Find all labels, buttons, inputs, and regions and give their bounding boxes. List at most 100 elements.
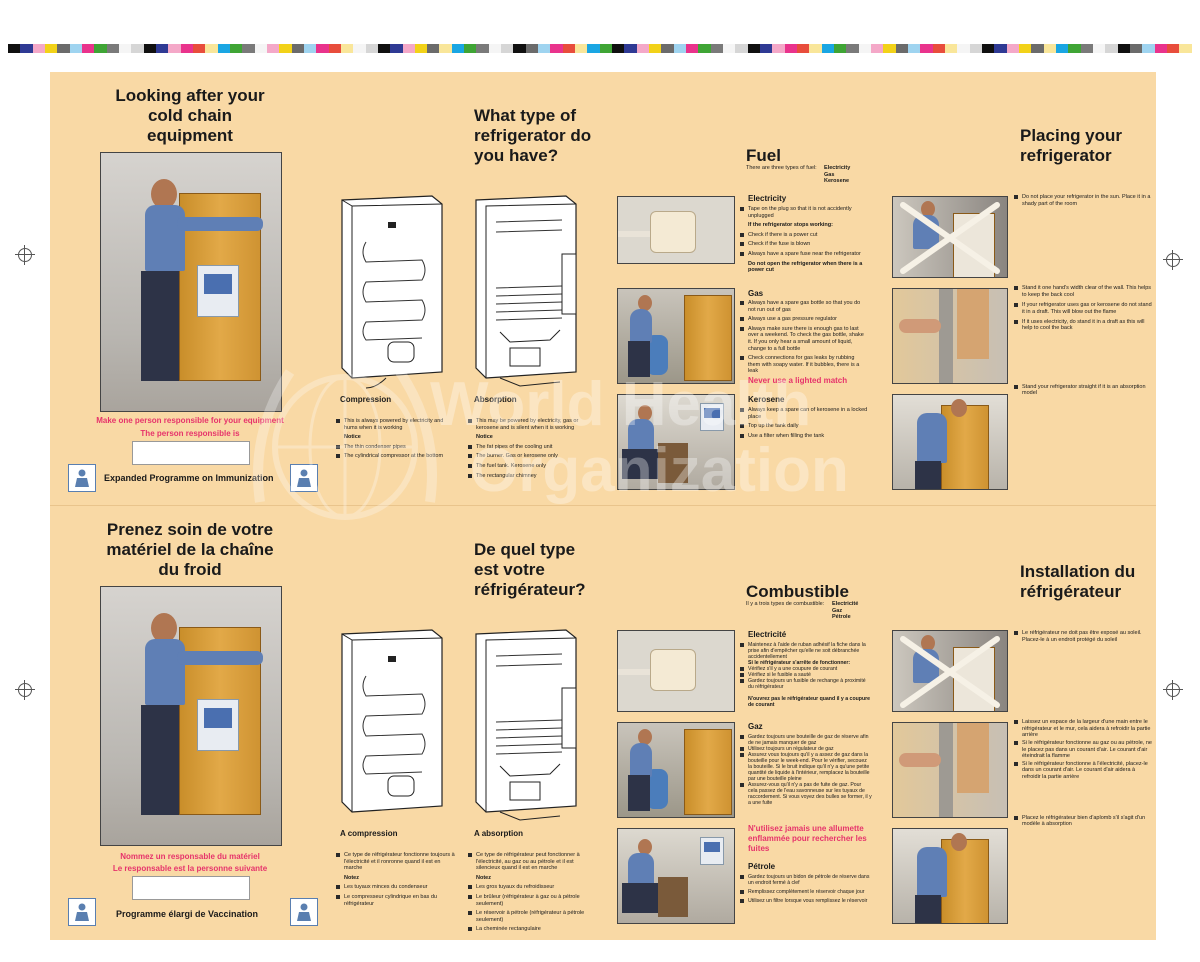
electricity-list: Maintenez à l'aide de ruban adhésif la f… — [740, 642, 872, 711]
list-item: Si le réfrigérateur fonctionne au gaz ou… — [1014, 740, 1154, 760]
photo-taped-plug — [617, 630, 735, 712]
color-swatch — [797, 44, 810, 53]
poster-on-fridge — [197, 265, 239, 317]
list-item: This is always powered by electricity an… — [336, 418, 450, 431]
list-item: The burner. Gas or kerosene only — [468, 453, 588, 460]
man-legs — [141, 271, 179, 381]
color-swatch — [723, 44, 736, 53]
color-swatch — [920, 44, 933, 53]
list-item: Les tuyaux minces du condenseur — [336, 884, 456, 891]
color-swatch — [1117, 44, 1130, 53]
list-item: Utilisez toujours un régulateur de gaz — [740, 746, 872, 752]
color-swatch — [1166, 44, 1180, 53]
list-item: Le réfrigérateur ne doit pas être exposé… — [1014, 630, 1154, 643]
color-swatch — [550, 44, 563, 53]
color-swatch — [1006, 44, 1019, 53]
list-item: This may be powered by electricity, gas … — [468, 418, 588, 431]
list-item: Always have a spare gas bottle so that y… — [740, 300, 868, 313]
epi-logo-icon — [290, 464, 318, 492]
color-swatch — [57, 44, 70, 53]
poster-sheet: Looking after your cold chain equipment … — [50, 72, 1156, 940]
list-item: Gardez toujours un fusible de rechange à… — [740, 678, 872, 690]
color-swatch — [291, 44, 304, 53]
color-swatch — [895, 44, 908, 53]
list-item: The fuel tank. Kerosene only — [468, 463, 588, 470]
color-swatch — [612, 44, 625, 53]
color-swatch — [106, 44, 119, 53]
color-swatch — [833, 44, 847, 53]
list-item: N'ouvrez pas le réfrigérateur quand il y… — [748, 696, 871, 708]
electricity-list: Tape on the plug so that it is not accid… — [740, 206, 868, 277]
list-item: Use a filter when filling the tank — [740, 433, 868, 440]
color-swatch — [932, 44, 945, 53]
absorption-heading: A absorption — [474, 829, 524, 838]
responsible-name-box[interactable] — [132, 441, 250, 465]
list-item: Always keep a spare can of kerosene in a… — [740, 407, 868, 420]
color-swatch — [155, 44, 169, 53]
photo-gas-bottle — [617, 288, 735, 384]
list-item: Si le réfrigérateur s'arrête de fonction… — [748, 660, 851, 666]
color-swatch — [168, 44, 181, 53]
photo-hand-width-from-wall — [892, 288, 1008, 384]
color-swatch — [242, 44, 255, 53]
panel2-title: De quel type est votre réfrigérateur? — [474, 540, 586, 599]
list-item: Always make sure there is enough gas to … — [740, 326, 868, 352]
color-swatch — [858, 44, 871, 53]
caption-person-responsible: Le responsable est la personne suivante — [112, 864, 268, 873]
color-swatch — [1080, 44, 1093, 53]
color-swatch — [994, 44, 1007, 53]
fuel-type: Electricité — [832, 601, 859, 607]
color-swatch — [131, 44, 144, 53]
photo-fridge-in-sun-crossed — [892, 630, 1008, 712]
color-swatch — [118, 44, 132, 53]
programme-name: Programme élargi de Vaccination — [116, 909, 259, 919]
list-item: If it uses electricity, do stand it in a… — [1014, 319, 1154, 332]
man-shirt — [145, 205, 185, 271]
panel1-title: Prenez soin de votre matériel de la chaî… — [106, 520, 274, 579]
compression-heading: A compression — [340, 829, 398, 838]
color-swatch — [1129, 44, 1143, 53]
list-item: Notice — [476, 434, 493, 441]
fuel-type: Pétrole — [832, 614, 851, 621]
color-swatch — [1179, 44, 1192, 53]
color-swatch — [365, 44, 378, 53]
compression-list: This is always powered by electricity an… — [336, 418, 450, 463]
color-swatch — [944, 44, 958, 53]
color-swatch — [353, 44, 366, 53]
gas-heading: Gas — [748, 289, 764, 298]
fuel-type: Gaz — [832, 607, 843, 614]
list-item: Le brûleur (réfrigérateur à gaz ou à pét… — [468, 894, 592, 907]
list-item: Gardez toujours un bidon de pétrole de r… — [740, 874, 872, 886]
color-swatch — [575, 44, 588, 53]
gas-list: Always have a spare gas bottle so that y… — [740, 300, 868, 378]
color-swatch — [562, 44, 576, 53]
list-item: Utilisez un filtre lorsque vous rempliss… — [740, 898, 872, 904]
list-item: Notez — [344, 874, 359, 881]
list-item: Ce type de réfrigérateur peut fonctionne… — [468, 852, 592, 872]
list-item: The rectangular chimney — [468, 473, 588, 480]
list-item: Assurez vous toujours qu'il y a assez de… — [740, 752, 872, 782]
photo-taped-plug — [617, 196, 735, 264]
color-swatch — [661, 44, 674, 53]
color-swatch — [229, 44, 243, 53]
list-item: Les gros tuyaux du refroidisseur — [468, 884, 592, 891]
color-swatch — [772, 44, 785, 53]
color-swatch — [8, 44, 21, 53]
color-swatch — [1142, 44, 1155, 53]
panel3-title: Fuel — [746, 146, 781, 165]
color-swatch — [624, 44, 637, 53]
photo-hand-width-from-wall — [892, 722, 1008, 818]
color-swatch — [1092, 44, 1106, 53]
list-item: Assurez-vous qu'il n'y a pas de fuite de… — [740, 782, 872, 806]
placement-list: Do not place your refrigerator in the su… — [1014, 194, 1154, 400]
programme-name: Expanded Programme on Immunization — [104, 473, 274, 483]
list-item: If your refrigerator uses gas or kerosen… — [1014, 302, 1154, 315]
photo-gas-bottle — [617, 722, 735, 818]
absorption-heading: Absorption — [474, 395, 517, 404]
absorption-refrigerator-drawing — [475, 195, 577, 387]
responsible-name-box[interactable] — [132, 876, 250, 900]
color-swatch — [525, 44, 539, 53]
compression-list: Ce type de réfrigérateur fonctionne touj… — [336, 852, 456, 910]
color-swatch — [451, 44, 465, 53]
color-swatch — [143, 44, 156, 53]
